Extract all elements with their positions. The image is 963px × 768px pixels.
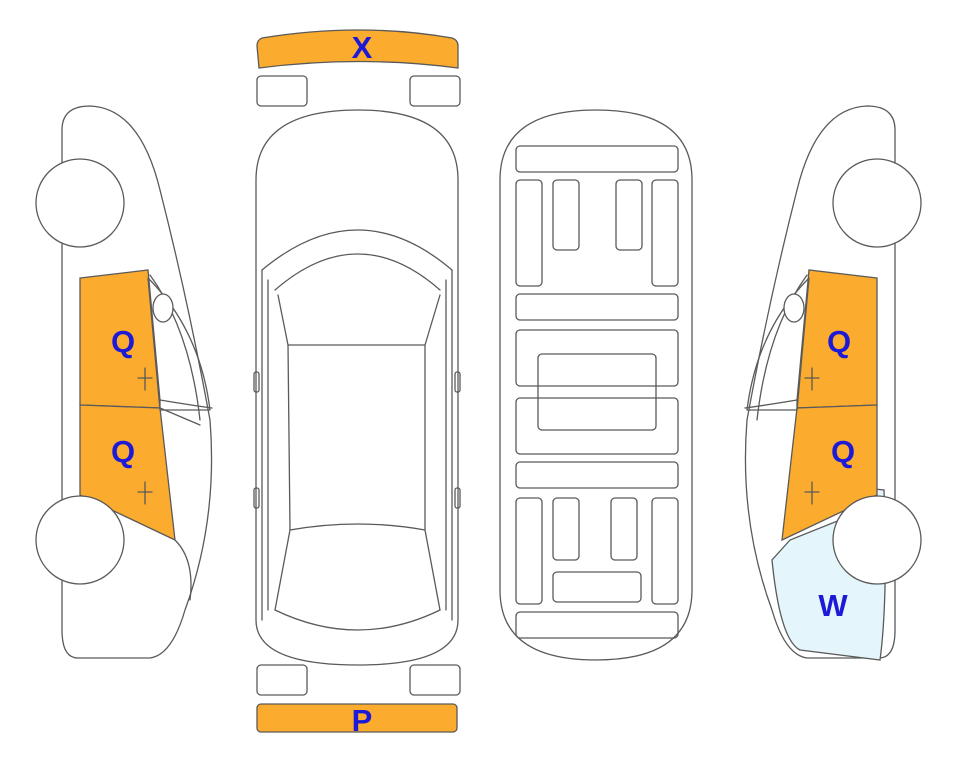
left-front-wheel xyxy=(35,158,125,248)
front-bumper-marker: X xyxy=(352,30,373,65)
right-rear-handle xyxy=(804,481,820,505)
right-front-handle xyxy=(804,367,820,391)
left-rear-wheel xyxy=(35,495,125,585)
rear-bumper-panel[interactable] xyxy=(256,703,458,733)
left-rear-window xyxy=(147,277,211,411)
top-view-car xyxy=(253,109,461,666)
rear-bumper-marker: P xyxy=(352,703,373,738)
right-front-wheel xyxy=(832,158,922,248)
front-bumper-panel[interactable] xyxy=(256,29,459,69)
right-rear-wheel xyxy=(832,495,922,585)
rear-left-taillight xyxy=(256,664,308,696)
left-rear-door-marker: Q xyxy=(111,434,135,469)
right-mirror xyxy=(783,293,805,323)
rear-right-taillight xyxy=(409,664,461,696)
left-front-door-marker: Q xyxy=(111,324,135,359)
right-front-door-marker: Q xyxy=(827,324,851,359)
front-right-headlight xyxy=(409,75,461,107)
front-left-headlight xyxy=(256,75,308,107)
left-rear-handle xyxy=(137,481,153,505)
right-rear-door-marker: Q xyxy=(831,434,855,469)
underbody-view xyxy=(499,109,693,661)
right-rear-window xyxy=(746,277,810,411)
left-front-handle xyxy=(137,367,153,391)
left-mirror xyxy=(152,293,174,323)
right-rear-quarter-marker: W xyxy=(818,588,848,623)
